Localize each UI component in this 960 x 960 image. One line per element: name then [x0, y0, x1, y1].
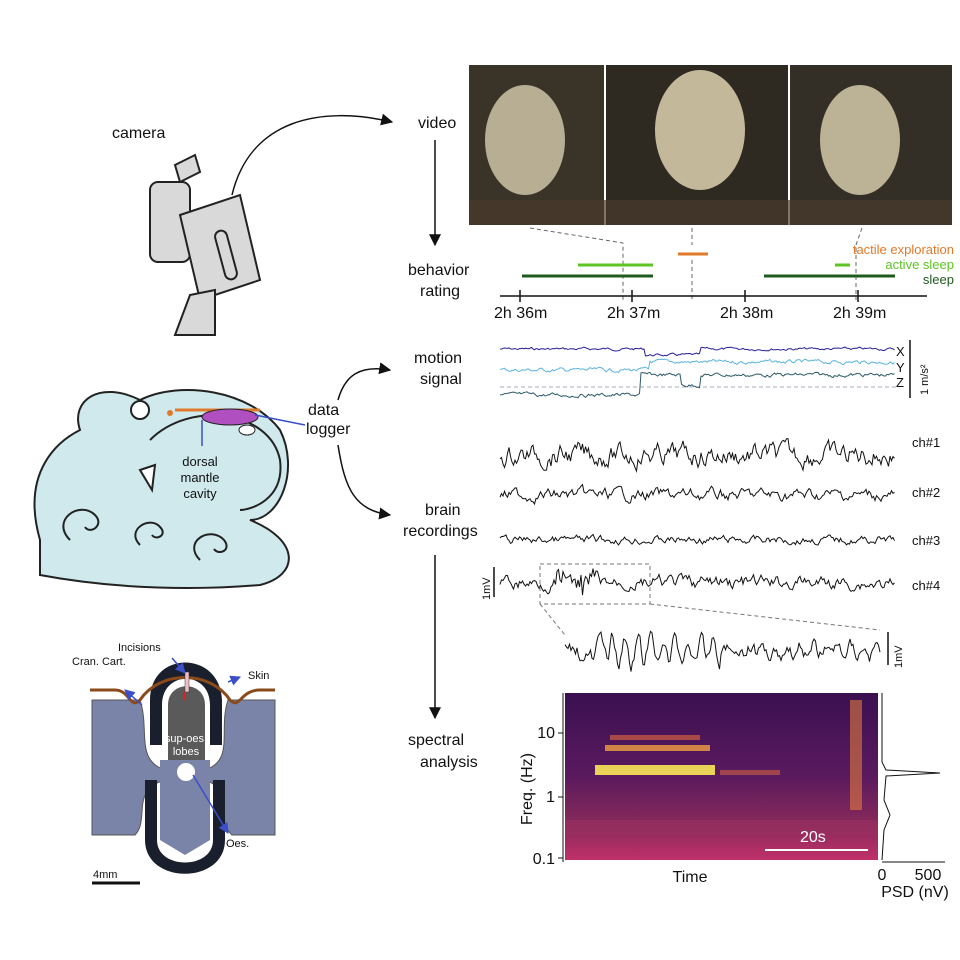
- axis-z-label: Z: [896, 375, 904, 390]
- dmc-label-3: cavity: [183, 486, 217, 501]
- motion-label-2: signal: [420, 371, 462, 388]
- channel-1-trace: [499, 438, 895, 474]
- legend-sleep: sleep: [923, 272, 954, 287]
- camera-to-video-arrow: [231, 113, 394, 196]
- motion-trace-z: [499, 371, 895, 399]
- ytick-0.1: 0.1: [533, 851, 555, 868]
- video-label: video: [418, 115, 456, 132]
- time-scale-label: 20s: [800, 829, 826, 846]
- data-logger-label-2: logger: [306, 421, 351, 438]
- tick-label: 2h 36m: [494, 305, 547, 322]
- dmc-label-1: dorsal: [182, 454, 218, 469]
- spectrogram: [565, 693, 878, 860]
- axis-y-label: Y: [896, 360, 905, 375]
- logger-to-motion-arrow: [337, 362, 392, 401]
- psd-label: PSD (nV): [881, 884, 949, 901]
- channel-2-label: ch#2: [912, 485, 940, 500]
- ytick-1: 1: [546, 789, 555, 806]
- octopus-illustration: [33, 389, 306, 589]
- motion-trace-x: [499, 346, 895, 357]
- ytick-10: 10: [537, 725, 555, 742]
- channel-4-label: ch#4: [912, 578, 940, 593]
- brain-anatomy-illustration: [90, 657, 276, 874]
- channel-3-trace: [499, 533, 895, 546]
- brain-scale-label: 1mV: [481, 577, 493, 600]
- zoomed-trace: [564, 630, 881, 672]
- spectral-label-2: analysis: [420, 754, 478, 771]
- legend-tactile: tactile exploration: [853, 242, 954, 257]
- motion-label-1: motion: [414, 350, 462, 367]
- video-frames: [469, 65, 952, 225]
- logger-to-brain-arrow: [337, 444, 392, 520]
- behavior-label-2: rating: [420, 283, 460, 300]
- brain-label-2: recordings: [403, 523, 478, 540]
- camera-icon: [149, 153, 262, 336]
- behavior-label-1: behavior: [408, 262, 470, 279]
- skin-label: Skin: [248, 670, 269, 682]
- psd-tick-0: 0: [878, 867, 887, 884]
- freq-axis-label: Freq. (Hz): [519, 753, 536, 825]
- motion-scale-label: 1 m/s²: [919, 364, 931, 395]
- brain-label-1: brain: [425, 502, 461, 519]
- channel-3-label: ch#3: [912, 533, 940, 548]
- oes-label: Oes.: [226, 838, 249, 850]
- psd-curve: [881, 693, 941, 861]
- zoom-box: [539, 563, 651, 605]
- cran-cart-label: Cran. Cart.: [72, 656, 126, 668]
- time-axis-label: Time: [673, 869, 708, 886]
- psd-tick-500: 500: [915, 867, 942, 884]
- tick-label: 2h 39m: [833, 305, 886, 322]
- tick-label: 2h 37m: [607, 305, 660, 322]
- legend-active-sleep: active sleep: [885, 257, 954, 272]
- tick-label: 2h 38m: [720, 305, 773, 322]
- spectral-label-1: spectral: [408, 732, 464, 749]
- channel-1-label: ch#1: [912, 435, 940, 450]
- dmc-label-2: mantle: [180, 470, 219, 485]
- data-logger-label-1: data: [308, 402, 339, 419]
- channel-4-trace: [499, 568, 895, 596]
- anatomy-scale-label: 4mm: [93, 869, 117, 881]
- time-ticks: [519, 290, 859, 302]
- lobes-label-1: sup-oes.: [165, 733, 207, 745]
- motion-trace-y: [499, 358, 895, 374]
- axis-x-label: X: [896, 344, 905, 359]
- behavior-chart: [529, 227, 863, 300]
- incisions-label: Incisions: [118, 642, 161, 654]
- zoom-lines: [539, 603, 881, 636]
- lobes-label-2: lobes: [173, 746, 200, 758]
- channel-2-trace: [499, 483, 895, 506]
- zoom-scale-label: 1mV: [893, 645, 905, 668]
- camera-label: camera: [112, 125, 165, 142]
